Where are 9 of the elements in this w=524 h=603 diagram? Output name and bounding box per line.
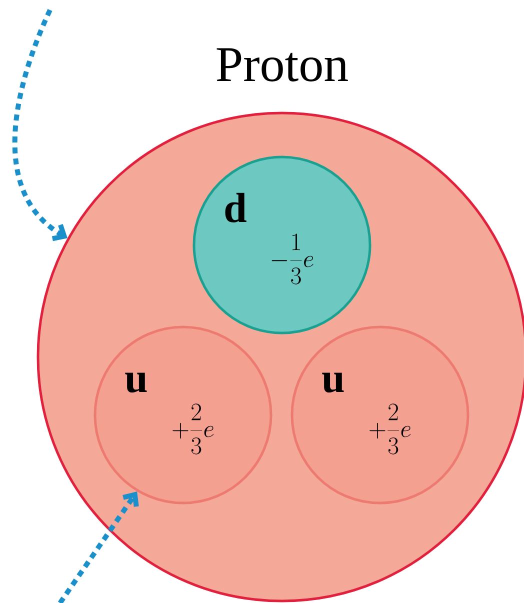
quark-letter: u [322, 372, 344, 393]
charge-formula: $+\frac{2}{3}e$ [172, 404, 214, 454]
charge-formula: $+\frac{2}{3}e$ [370, 404, 411, 454]
charge-formula: $-\frac{1}{3}e$ [272, 234, 314, 284]
dotted-arrow [58, 492, 139, 603]
quark-letter: u [125, 372, 147, 393]
quark-letter: d [225, 192, 246, 222]
dotted-arrow [12, 9, 68, 242]
heading: Proton [216, 48, 348, 82]
